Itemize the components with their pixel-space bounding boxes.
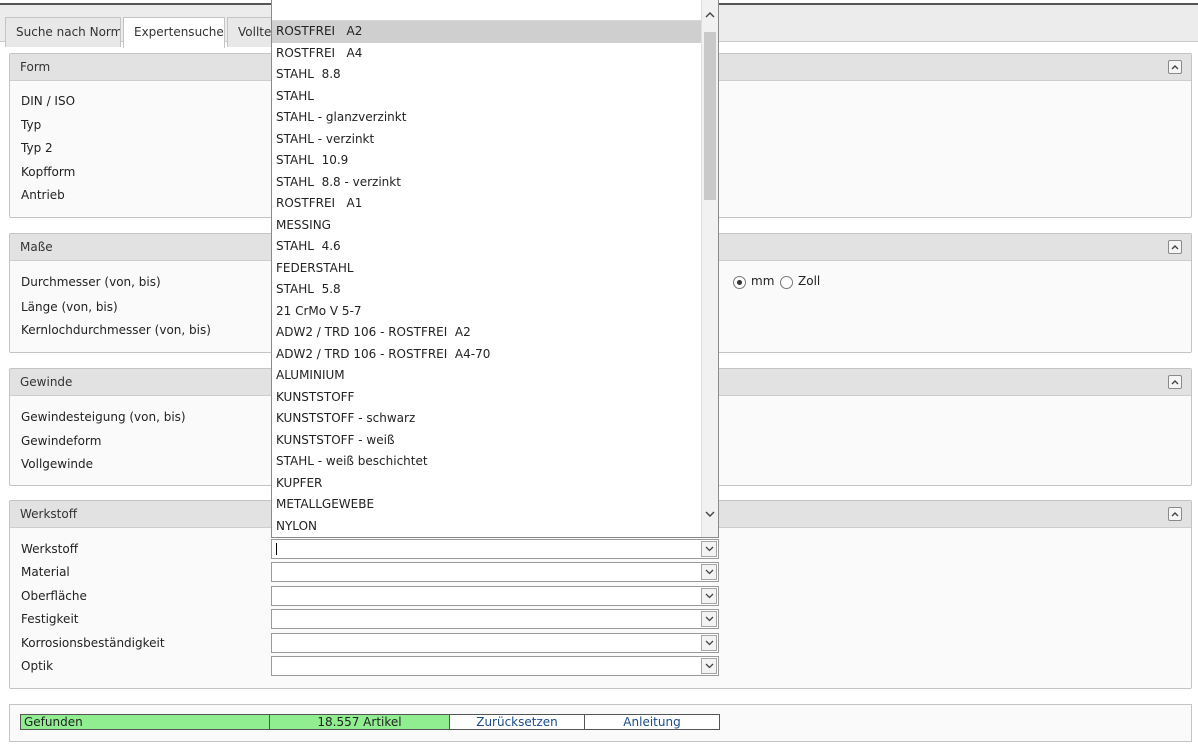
collapse-gewinde-button[interactable] — [1168, 375, 1182, 389]
tab-expertensuche[interactable]: Expertensuche — [123, 17, 225, 48]
dropdown-option[interactable]: MESSING — [276, 217, 331, 232]
chevron-down-icon — [705, 593, 714, 599]
label-material: Material — [21, 565, 70, 579]
reset-link[interactable]: Zurücksetzen — [449, 714, 585, 730]
label-durchmesser: Durchmesser (von, bis) — [21, 275, 161, 289]
label-typ: Typ — [21, 118, 42, 132]
material-select[interactable] — [271, 562, 719, 582]
dropdown-option[interactable]: STAHL 10.9 — [276, 153, 349, 167]
tab-suche-nach-norm[interactable]: Suche nach Norm — [5, 17, 121, 47]
dropdown-option[interactable]: KUNSTSTOFF - weiß — [276, 432, 395, 447]
collapse-werkstoff-button[interactable] — [1168, 507, 1182, 521]
chevron-up-icon — [1171, 512, 1179, 517]
chevron-up-icon — [1171, 245, 1179, 250]
dropdown-option[interactable]: ADW2 / TRD 106 - ROSTFREI A4-70 — [276, 346, 491, 361]
dropdown-option[interactable]: KUNSTSTOFF - schwarz — [276, 411, 416, 425]
label-optik: Optik — [21, 659, 54, 673]
oberflaeche-select[interactable] — [271, 586, 719, 606]
radio-mm[interactable] — [733, 276, 746, 289]
dropdown-scrollbar[interactable] — [701, 0, 718, 537]
radio-mm-label: mm — [751, 274, 775, 288]
scrollbar-thumb[interactable] — [704, 32, 716, 200]
dropdown-filter-input[interactable] — [272, 0, 702, 21]
dropdown-option[interactable]: STAHL 5.8 — [276, 282, 341, 296]
dropdown-option[interactable]: ROSTFREI A4 — [276, 45, 363, 60]
korrosionsbestaendigkeit-select[interactable] — [271, 633, 719, 653]
panel-masse-title: Maße — [20, 240, 53, 254]
dropdown-option[interactable]: ALUMINIUM — [276, 368, 345, 382]
scroll-down-icon[interactable] — [704, 510, 716, 519]
scroll-up-icon[interactable] — [704, 10, 716, 19]
chevron-down-icon — [705, 546, 714, 552]
radio-mm-selected-dot — [737, 280, 742, 285]
chevron-down-icon — [705, 663, 714, 669]
dropdown-option[interactable]: NYLON — [276, 518, 317, 533]
label-festigkeit: Festigkeit — [21, 612, 79, 626]
radio-zoll[interactable] — [780, 276, 793, 289]
werkstoff-select-arrow[interactable] — [701, 541, 717, 557]
festigkeit-select[interactable] — [271, 609, 719, 629]
dropdown-option[interactable]: ADW2 / TRD 106 - ROSTFREI A2 — [276, 325, 471, 339]
label-korrosionsbestaendigkeit: Korrosionsbeständigkeit — [21, 636, 165, 650]
collapse-form-button[interactable] — [1168, 60, 1182, 74]
panel-gewinde-title: Gewinde — [20, 375, 73, 389]
dropdown-option[interactable]: METALLGEWEBE — [276, 497, 375, 511]
oberflaeche-select-arrow[interactable] — [701, 588, 717, 604]
label-laenge: Länge (von, bis) — [21, 300, 118, 314]
material-select-arrow[interactable] — [701, 564, 717, 580]
chevron-down-icon — [705, 616, 714, 622]
label-werkstoff: Werkstoff — [21, 542, 78, 556]
dropdown-option[interactable]: KUNSTSTOFF — [276, 389, 355, 404]
festigkeit-select-arrow[interactable] — [701, 611, 717, 627]
dropdown-option[interactable]: ROSTFREI A2 — [272, 21, 702, 43]
dropdown-option[interactable]: STAHL 8.8 — [276, 67, 341, 81]
label-gewindesteigung: Gewindesteigung (von, bis) — [21, 410, 186, 424]
optik-select-arrow[interactable] — [701, 658, 717, 674]
korrosionsbestaendigkeit-select-arrow[interactable] — [701, 635, 717, 651]
collapse-masse-button[interactable] — [1168, 240, 1182, 254]
result-count: 18.557 Artikel — [269, 714, 450, 730]
manual-link[interactable]: Anleitung — [584, 714, 720, 730]
dropdown-option[interactable]: STAHL — [276, 88, 314, 103]
optik-select[interactable] — [271, 656, 719, 676]
panel-werkstoff-title: Werkstoff — [20, 507, 77, 521]
label-gewindeform: Gewindeform — [21, 434, 102, 448]
label-oberflaeche: Oberfläche — [21, 589, 87, 603]
chevron-down-icon — [705, 569, 714, 575]
label-kernlochdurchmesser: Kernlochdurchmesser (von, bis) — [21, 323, 211, 337]
chevron-down-icon — [705, 640, 714, 646]
label-kopfform: Kopfform — [21, 165, 76, 179]
label-vollgewinde: Vollgewinde — [21, 457, 94, 471]
dropdown-option[interactable]: ROSTFREI A1 — [276, 196, 363, 210]
dropdown-option[interactable]: KUPFER — [276, 475, 323, 490]
werkstoff-select[interactable] — [271, 539, 719, 559]
label-din-iso: DIN / ISO — [21, 94, 76, 108]
dropdown-option[interactable]: STAHL - verzinkt — [276, 131, 375, 146]
label-antrieb: Antrieb — [21, 188, 65, 202]
label-typ-2: Typ 2 — [21, 141, 53, 155]
dropdown-option[interactable]: STAHL - weiß beschichtet — [276, 454, 428, 468]
panel-form-title: Form — [20, 60, 51, 74]
dropdown-option[interactable]: FEDERSTAHL — [276, 260, 354, 275]
dropdown-option[interactable]: STAHL 8.8 - verzinkt — [276, 174, 401, 189]
chevron-up-icon — [1171, 380, 1179, 385]
dropdown-option[interactable]: STAHL - glanzverzinkt — [276, 110, 407, 124]
dropdown-option[interactable]: STAHL 4.6 — [276, 239, 341, 253]
text-caret — [276, 543, 277, 555]
found-label: Gefunden — [20, 714, 270, 730]
chevron-up-icon — [1171, 65, 1179, 70]
radio-zoll-label: Zoll — [798, 274, 821, 288]
dropdown-option[interactable]: 21 CrMo V 5-7 — [276, 303, 362, 318]
